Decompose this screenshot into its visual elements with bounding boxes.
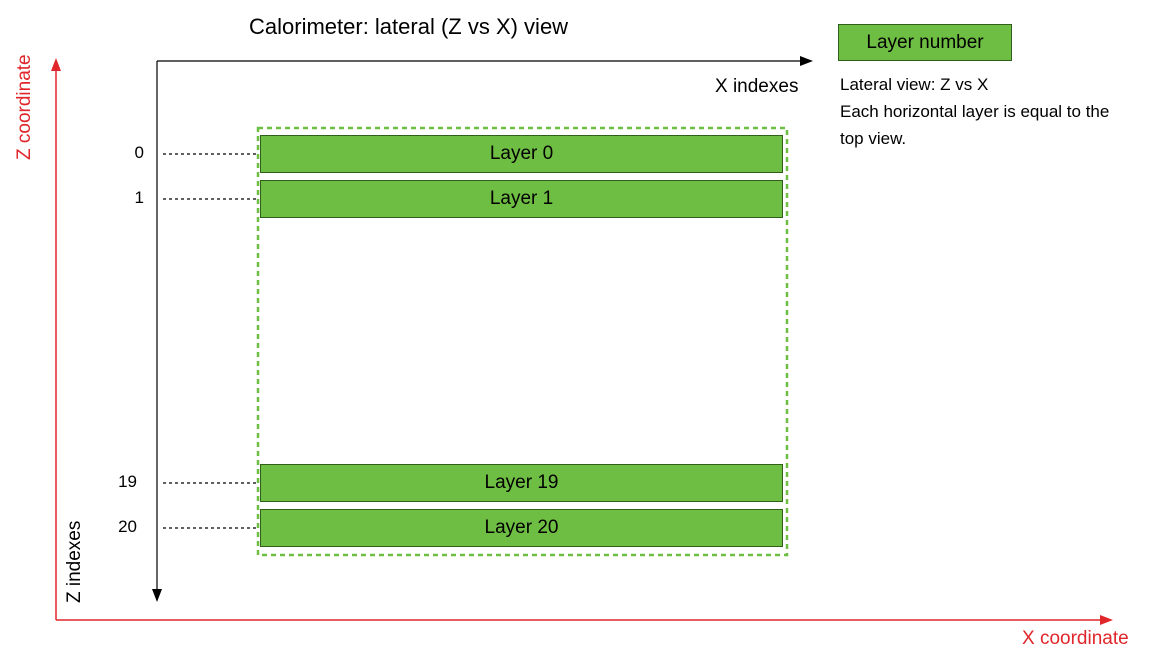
x-coordinate-label: X coordinate	[1022, 628, 1129, 649]
z-index-arrowhead	[152, 589, 162, 602]
diagram-title: Calorimeter: lateral (Z vs X) view	[249, 14, 569, 39]
layer-label: Layer 19	[484, 472, 559, 493]
note-line-1: Lateral view: Z vs X	[840, 75, 989, 94]
note-line-2: Each horizontal layer is equal to the	[840, 102, 1110, 121]
z-coordinate-arrowhead	[51, 58, 61, 71]
layer-index-1: 1	[134, 188, 144, 207]
layer-label: Layer 20	[484, 517, 559, 538]
layer-19-bar: Layer 19	[260, 464, 783, 502]
note-line-3: top view.	[840, 129, 907, 148]
z-indexes-label: Z indexes	[64, 520, 85, 603]
layer-label: Layer 0	[489, 143, 554, 164]
layer-20-bar: Layer 20	[260, 509, 783, 547]
layer-index-20: 20	[118, 517, 137, 536]
x-indexes-label: X indexes	[715, 76, 799, 97]
legend-layer-number: Layer number	[838, 24, 1012, 61]
legend-label: Layer number	[866, 31, 984, 53]
z-coordinate-label: Z coordinate	[14, 54, 35, 160]
layer-1-bar: Layer 1	[260, 180, 783, 218]
x-coordinate-arrowhead	[1100, 615, 1113, 625]
layer-0-bar: Layer 0	[260, 135, 783, 173]
x-index-arrowhead	[800, 56, 813, 66]
layer-label: Layer 1	[489, 188, 554, 209]
layer-index-0: 0	[134, 143, 144, 162]
layer-index-19: 19	[118, 472, 137, 491]
layers-bounding-box	[256, 126, 789, 557]
